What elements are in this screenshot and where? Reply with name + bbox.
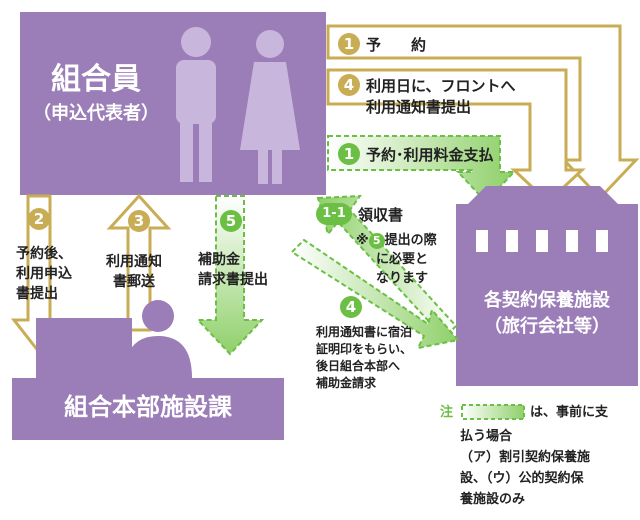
step3-badge-wrap: 3	[128, 210, 150, 232]
step1-1-label: 領収書	[358, 205, 404, 224]
step4-lodging-line1: 利用通知書に宿泊	[316, 325, 413, 339]
step1-pay-label: 予約･利用料金支払	[366, 145, 494, 164]
step4-lodging-line2: 証明印をもらい、	[316, 342, 413, 356]
step5-badge: 5	[220, 210, 242, 232]
step5-badge-wrap: 5	[220, 210, 242, 232]
step4-lodging-badge-wrap: 4	[340, 296, 362, 318]
note-head: 注	[440, 405, 454, 420]
step4-lodging-line3: 後日組合本部へ	[316, 359, 401, 373]
note-line2: 払う場合	[460, 429, 513, 444]
note-line4: 設、（ウ）公的契約保	[460, 471, 584, 486]
facility-title: 各契約保養施設 （旅行会社等）	[458, 288, 636, 340]
step2-badge: 2	[28, 208, 50, 230]
step5-line2: 請求書提出	[198, 272, 268, 288]
member-title: 組合員	[51, 62, 141, 97]
step2-line3: 書提出	[16, 286, 58, 302]
step4-notify: 4 利用日に、フロントへ	[338, 74, 516, 96]
step2-line2: 利用申込	[16, 266, 72, 282]
facility-line1: 各契約保養施設	[484, 290, 610, 311]
step1-reserve-badge: 1	[338, 33, 360, 55]
receipt-note-mark: ※	[356, 233, 369, 248]
note-body: 払う場合 （ア）割引契約保養施 設、（ウ）公的契約保 養施設のみ	[460, 426, 590, 510]
note-line1: は、事前に支	[530, 405, 609, 420]
step3-badge: 3	[128, 210, 150, 232]
step1-reserve-label: 予 約	[366, 35, 427, 54]
step3-text: 利用通知 書郵送	[106, 252, 162, 292]
step4-lodging-badge: 4	[340, 296, 362, 318]
step2-line1: 予約後、	[16, 246, 72, 262]
receipt-note-line2: に必要と	[376, 252, 429, 267]
receipt-note-badge: 5	[368, 232, 385, 249]
step1-pay-badge: 1	[338, 143, 360, 165]
step4-notify-line1: 利用日に、フロントへ	[366, 76, 516, 95]
step5-line1: 補助金	[198, 252, 240, 268]
step3-line2: 書郵送	[113, 274, 155, 290]
facility-line2: （旅行会社等）	[484, 316, 610, 337]
step4-notify-line2: 利用通知書提出	[366, 98, 472, 116]
member-subtitle: （申込代表者）	[33, 103, 159, 124]
step3-line1: 利用通知	[106, 254, 162, 270]
step5-arrow	[195, 195, 265, 356]
receipt-note-line3: なります	[376, 271, 429, 286]
headquarters-title: 組合本部施設課	[64, 393, 232, 421]
facility-building	[456, 186, 638, 386]
payment-arrow	[327, 135, 517, 204]
step4-notify-badge: 4	[338, 74, 360, 96]
step2-text: 予約後、 利用申込 書提出	[16, 244, 72, 304]
note-line5: 養施設のみ	[460, 492, 526, 507]
lodging-claim-arrow	[290, 238, 460, 350]
step5-text: 補助金 請求書提出	[198, 250, 268, 290]
step1-1-badge: 1-1	[316, 203, 352, 225]
hq-box	[12, 378, 284, 440]
step1-reserve: 1 予 約	[338, 33, 426, 55]
step4-lodging-line4: 補助金請求	[316, 376, 377, 390]
receipt-note-text1: 提出の際	[384, 233, 437, 248]
note-line3: （ア）割引契約保養施	[460, 450, 591, 465]
staff-computer-icon	[36, 300, 192, 382]
step2-badge-wrap: 2	[28, 208, 50, 230]
note-legend-swatch	[461, 404, 525, 420]
step4-lodging-text: 利用通知書に宿泊 証明印をもらい、 後日組合本部へ 補助金請求	[316, 324, 412, 392]
step1-1-receipt: 1-1 領収書	[316, 203, 403, 225]
step1-pay: 1 予約･利用料金支払	[338, 143, 494, 165]
people-icon	[176, 27, 300, 184]
